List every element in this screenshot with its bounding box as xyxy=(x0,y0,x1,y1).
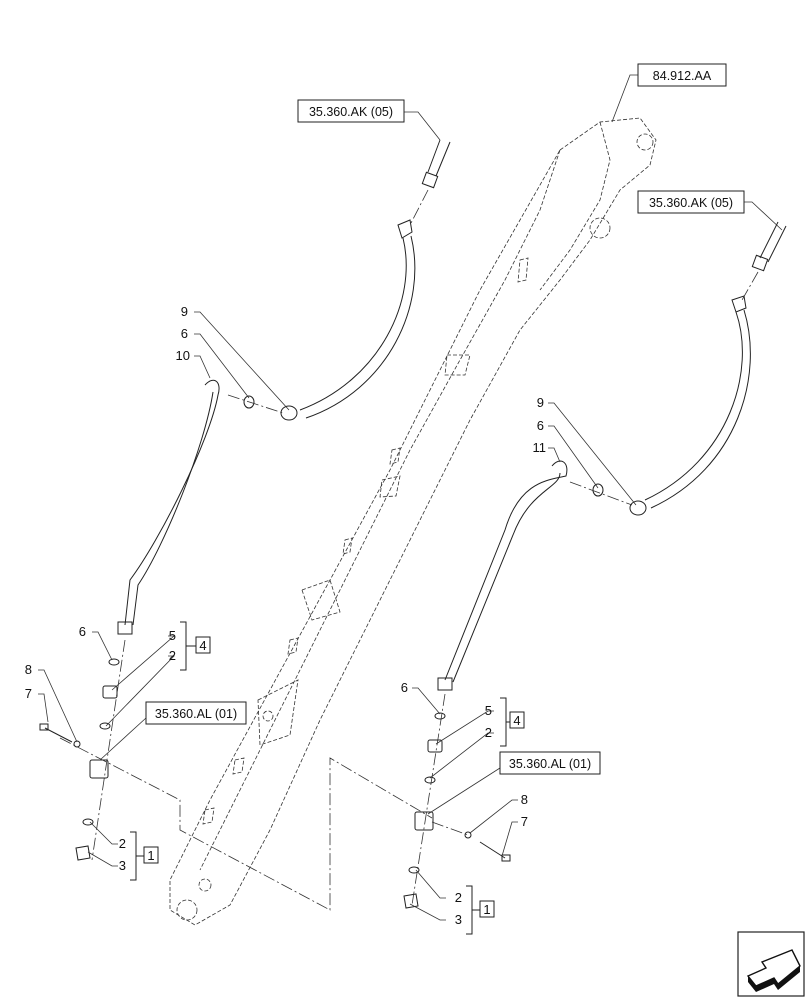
next-page-arrow-icon[interactable] xyxy=(737,931,805,997)
callout-right-11: 11 xyxy=(533,440,547,455)
ref-top-center-text: 84.912.AA xyxy=(653,69,712,83)
callout-right-8: 8 xyxy=(521,792,528,807)
callout-box-right-1 xyxy=(479,900,495,918)
callout-right-5: 5 xyxy=(485,703,492,718)
callout-right-9: 9 xyxy=(537,395,544,410)
callout-left-7: 7 xyxy=(25,686,32,701)
ref-box-right-hose[interactable] xyxy=(637,190,745,214)
callout-left-2a: 2 xyxy=(169,648,176,663)
callout-right-6b: 6 xyxy=(401,680,408,695)
callout-left-9: 9 xyxy=(181,304,188,319)
callout-left-6b: 6 xyxy=(79,624,86,639)
brackets xyxy=(130,621,510,935)
ref-right-hose-text: 35.360.AK (05) xyxy=(649,196,733,210)
right-hose-assembly xyxy=(403,221,787,909)
ref-left-block-text: 35.360.AL (01) xyxy=(155,707,237,721)
callout-left-5: 5 xyxy=(169,628,176,643)
callout-left-3: 3 xyxy=(119,858,126,873)
left-hose-assembly xyxy=(39,139,451,911)
ref-box-top-center[interactable] xyxy=(637,63,727,87)
ref-left-hose-text: 35.360.AK (05) xyxy=(309,105,393,119)
ref-box-left-hose[interactable] xyxy=(297,99,405,123)
ref-box-left-block[interactable] xyxy=(145,701,247,725)
boom-outline xyxy=(169,117,657,926)
callout-right-4: 4 xyxy=(513,713,520,728)
ref-box-right-block[interactable] xyxy=(499,751,601,775)
callout-right-2a: 2 xyxy=(485,725,492,740)
callout-left-1: 1 xyxy=(147,848,154,863)
callout-right-7: 7 xyxy=(521,814,528,829)
callout-left-4: 4 xyxy=(199,638,206,653)
callout-box-left-1 xyxy=(143,846,159,864)
leader-lines xyxy=(38,74,783,921)
callout-box-right-4 xyxy=(509,711,525,729)
callout-right-2b: 2 xyxy=(455,890,462,905)
callout-right-1: 1 xyxy=(483,902,490,917)
callout-right-6a: 6 xyxy=(537,418,544,433)
callout-left-10: 10 xyxy=(176,348,190,363)
callout-left-2b: 2 xyxy=(119,836,126,851)
callout-box-left-4 xyxy=(195,636,211,654)
callout-left-6a: 6 xyxy=(181,326,188,341)
ref-right-block-text: 35.360.AL (01) xyxy=(509,757,591,771)
callout-left-8: 8 xyxy=(25,662,32,677)
callout-right-3: 3 xyxy=(455,912,462,927)
